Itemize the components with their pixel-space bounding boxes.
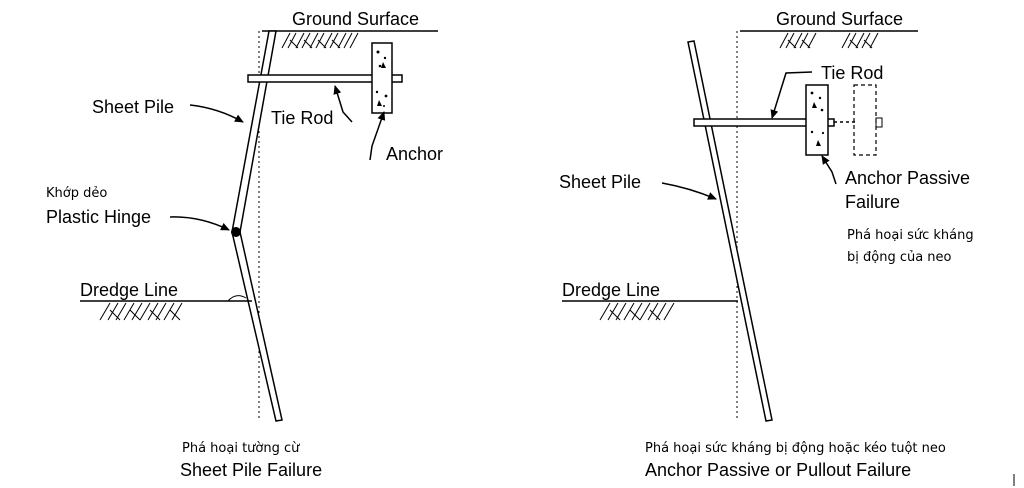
anchor-passive-vi-line2: bị động của neo bbox=[847, 250, 952, 265]
anchor-passive-leader bbox=[821, 155, 837, 185]
plastic-hinge-leader bbox=[169, 216, 230, 231]
plastic-hinge-dot bbox=[231, 227, 241, 237]
anchor-passive-label-line1: Anchor Passive bbox=[845, 168, 970, 188]
caption-vi: Phá hoại sức kháng bị động hoặc kéo tuột… bbox=[645, 441, 946, 456]
sheet-pile-leader bbox=[189, 104, 244, 123]
sheet-pile-deflected bbox=[231, 30, 283, 422]
anchor-leader bbox=[369, 111, 386, 161]
caption: Sheet Pile Failure bbox=[180, 460, 322, 480]
anchor-aggregate bbox=[810, 91, 825, 146]
anchor-displaced-dashed bbox=[853, 84, 877, 156]
anchor-label: Anchor bbox=[386, 144, 443, 164]
tie-rod bbox=[247, 74, 403, 83]
rotation-arc bbox=[227, 295, 247, 302]
anchor-passive-vi-line1: Phá hoại sức kháng bbox=[847, 228, 974, 243]
caption: Anchor Passive or Pullout Failure bbox=[645, 460, 911, 480]
ground-surface-label: Ground Surface bbox=[776, 9, 903, 29]
ground-soil-hatch bbox=[779, 32, 879, 49]
tie-rod-end-nut bbox=[875, 117, 883, 128]
plastic-hinge-label: Plastic Hinge bbox=[46, 207, 151, 227]
caption-vi: Phá hoại tường cừ bbox=[182, 441, 300, 456]
sheet-pile-leader bbox=[661, 182, 717, 200]
right-diagram: Ground Surface Tie Rod Anchor Passive Fa… bbox=[559, 9, 974, 480]
dredge-line-label: Dredge Line bbox=[80, 280, 178, 300]
left-diagram: Ground Surface Sheet Pile Tie Rod Anchor… bbox=[46, 9, 443, 480]
ground-surface-label: Ground Surface bbox=[292, 9, 419, 29]
sheet-pile-label: Sheet Pile bbox=[92, 97, 174, 117]
ground-soil-hatch bbox=[281, 32, 359, 49]
sheet-pile-rotated bbox=[687, 40, 773, 422]
dredge-soil-hatch bbox=[99, 302, 183, 321]
anchor-aggregate bbox=[375, 50, 388, 107]
tie-rod-leader bbox=[770, 71, 813, 119]
anchor-block bbox=[371, 42, 393, 114]
plastic-hinge-vi-label: Khớp dẻo bbox=[46, 186, 107, 201]
tie-rod-label: Tie Rod bbox=[821, 63, 883, 83]
tie-rod-leader bbox=[333, 85, 353, 123]
sheet-pile-label: Sheet Pile bbox=[559, 172, 641, 192]
tie-rod-label: Tie Rod bbox=[271, 108, 333, 128]
dredge-line-label: Dredge Line bbox=[562, 280, 660, 300]
dredge-soil-hatch bbox=[599, 302, 675, 321]
anchor-passive-label-line2: Failure bbox=[845, 192, 900, 212]
anchor-block bbox=[805, 84, 829, 156]
